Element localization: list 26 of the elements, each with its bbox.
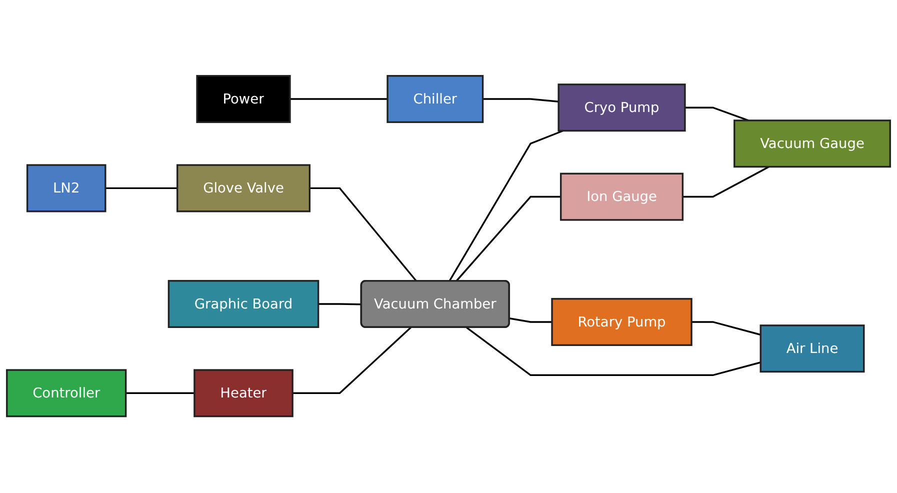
node-box: Vacuum Gauge [734,120,891,168]
connector [292,327,412,394]
connector [682,166,770,198]
node-box: Chiller [386,75,484,124]
node-box: Rotary Pump [551,298,692,346]
connector [318,304,362,306]
connector [448,130,564,282]
connector [290,98,388,100]
node-box: Controller [6,370,127,418]
node-box: Power [196,75,291,124]
connector [509,318,552,324]
node-box: LN2 [26,164,106,213]
node-box: Air Line [760,324,865,373]
connector [105,188,178,190]
node-box: Ion Gauge [560,173,684,222]
node-box: Cryo Pump [558,84,686,132]
connector [456,196,561,282]
connector [310,188,418,282]
node-box: Glove Valve [176,164,311,213]
connector [482,98,559,103]
connector [126,392,194,394]
node-box: Graphic Board [168,280,320,328]
connector [466,327,761,376]
connector [692,322,761,336]
connector [684,107,749,122]
node-box: Heater [194,370,294,418]
